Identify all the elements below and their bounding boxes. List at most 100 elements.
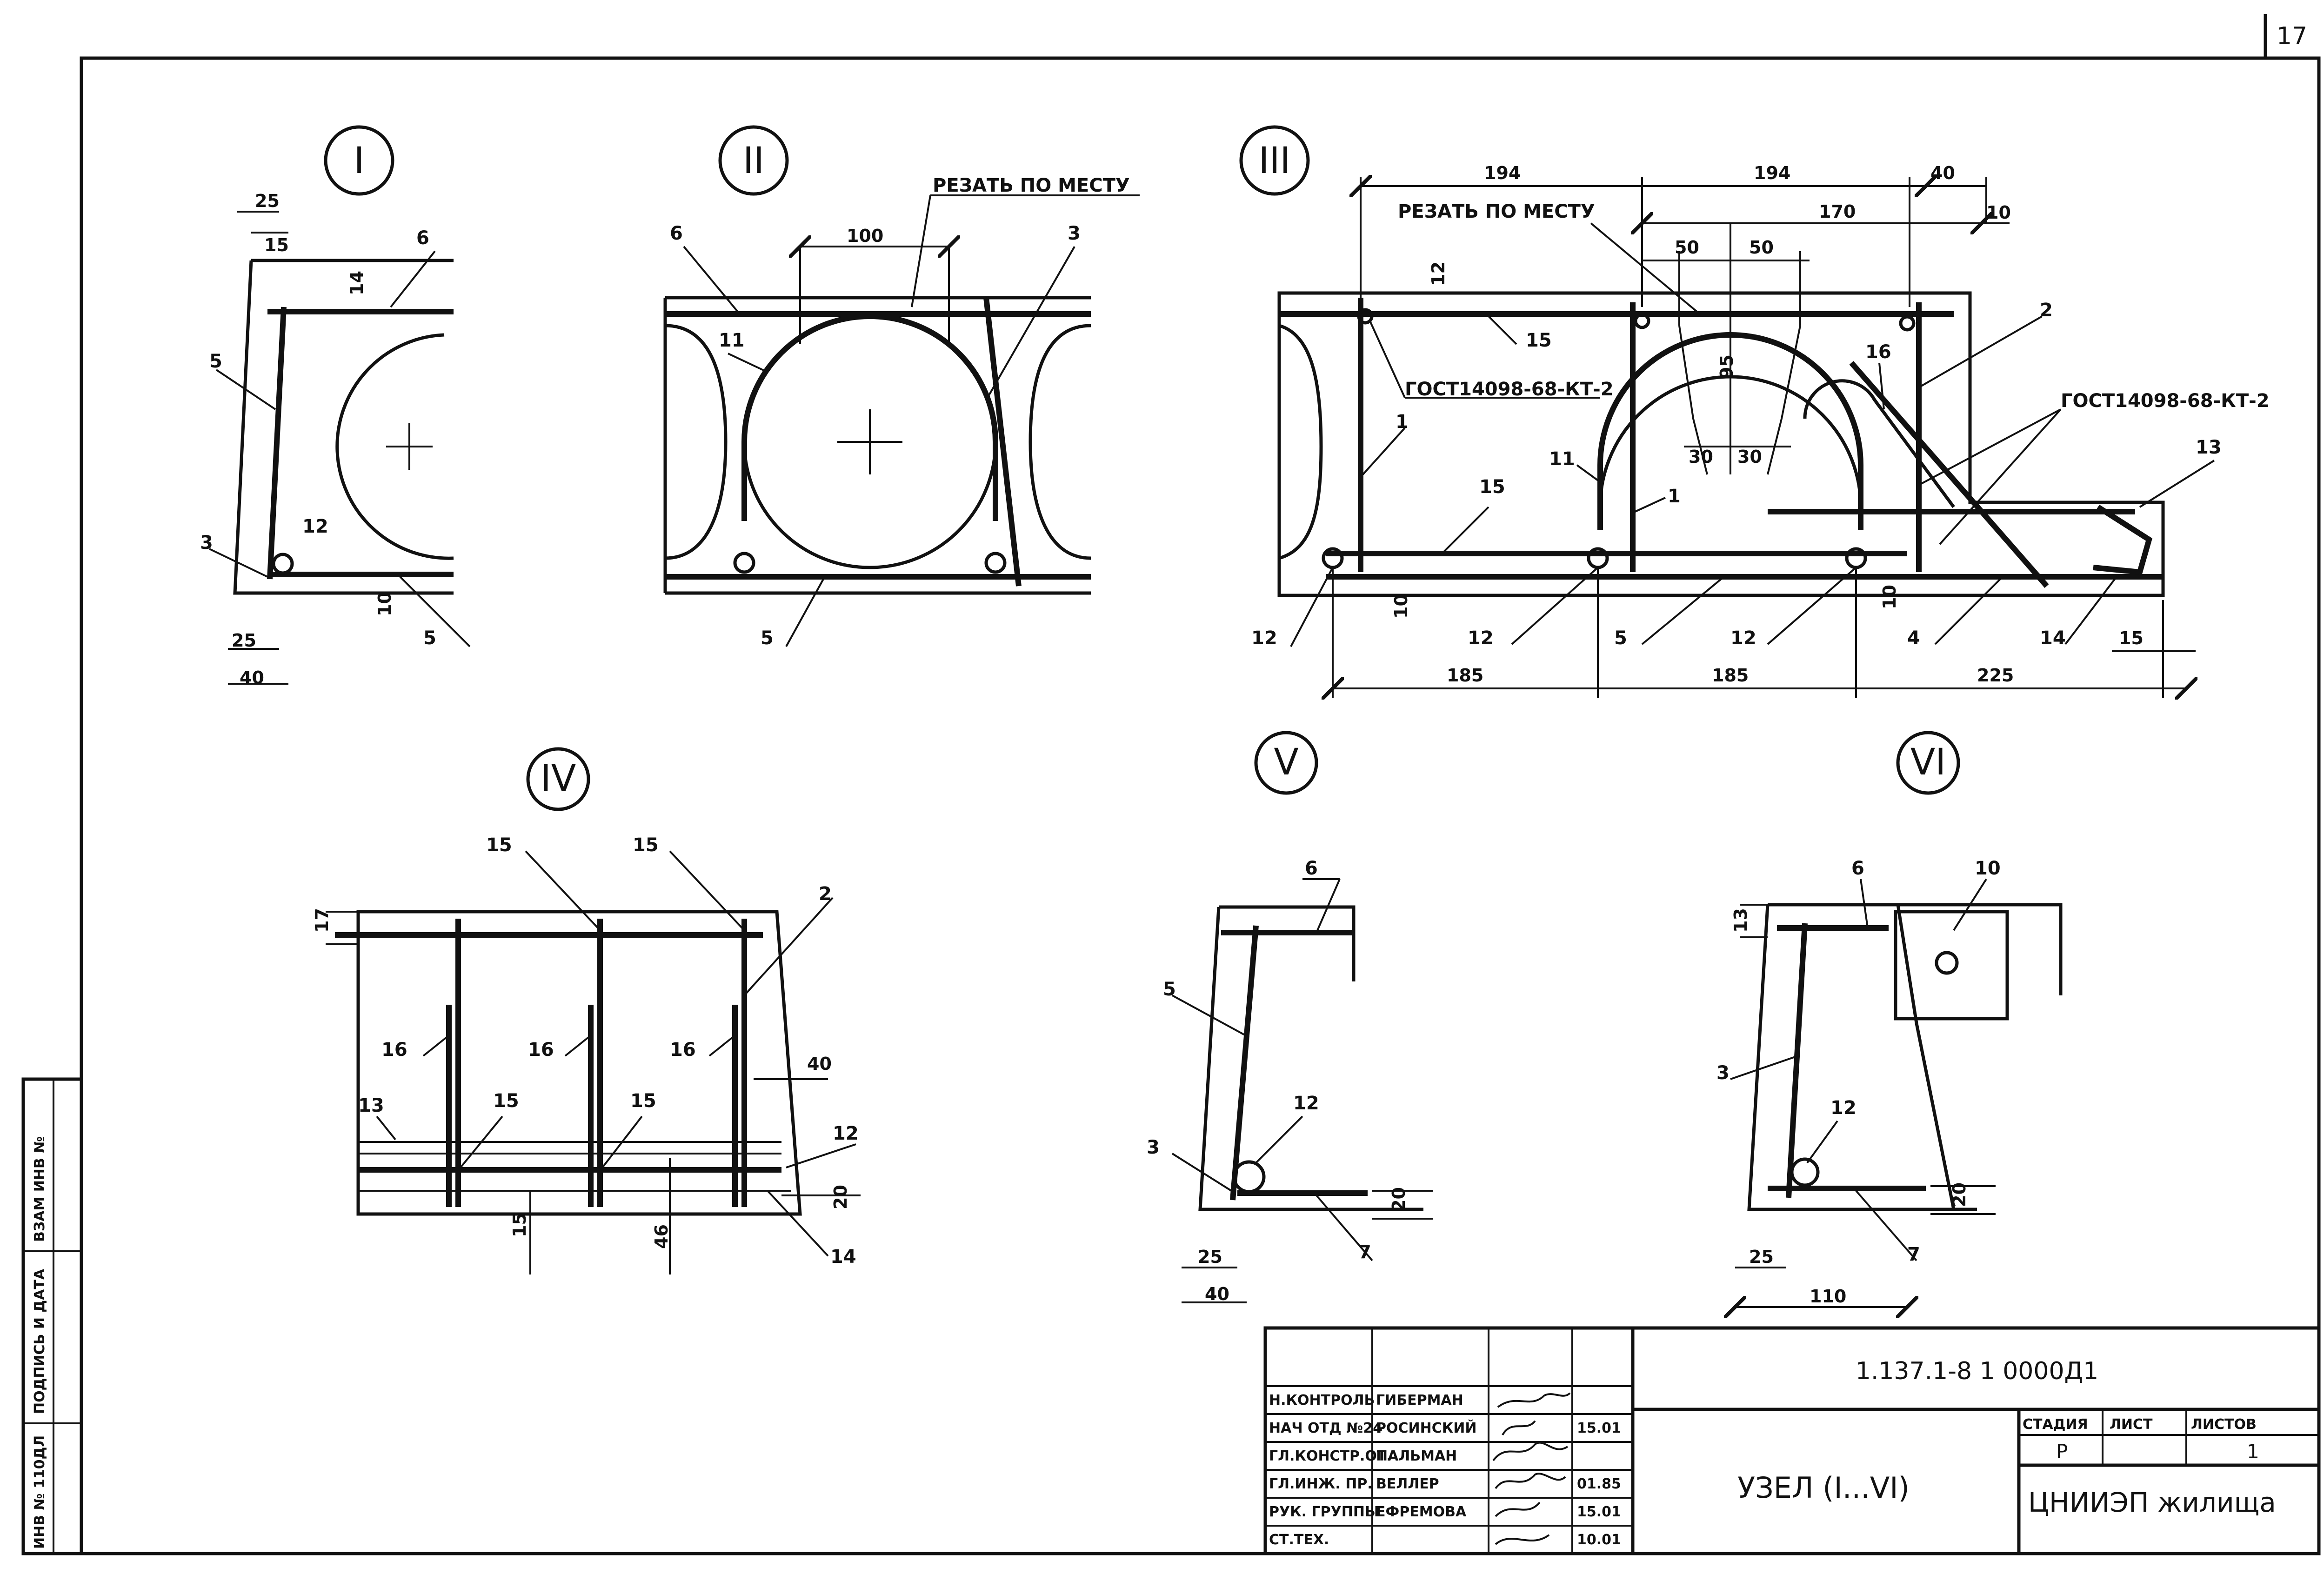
tb-stage-value: Р xyxy=(2056,1440,2068,1463)
node-I: I 25 15 14 10 25 40 6 5 3 12 5 xyxy=(200,125,471,688)
node-II-label: II xyxy=(743,140,764,182)
tb-row6-signature xyxy=(1495,1534,1550,1545)
node-II-callout-5: 5 xyxy=(761,627,774,649)
node-IV-callout-16a: 16 xyxy=(381,1039,407,1061)
node-IV-callout-15c: 15 xyxy=(493,1090,519,1112)
node-IV-callout-15b: 15 xyxy=(633,834,659,856)
node-IV-callout-2: 2 xyxy=(819,883,832,905)
tb-row2-role: НАЧ ОТД №24 xyxy=(1269,1420,1382,1436)
node-I-pipe-arc xyxy=(335,333,454,560)
node-V-bar-5 xyxy=(1230,925,1259,1201)
node-V-callout-3: 3 xyxy=(1147,1137,1160,1158)
node-III-callout-4: 4 xyxy=(1907,627,1920,649)
node-II-callout-11: 11 xyxy=(719,330,745,351)
node-VI-label: VI xyxy=(1910,741,1946,783)
node-IV-dim-40: 40 xyxy=(807,1054,832,1074)
tb-sheet-header: ЛИСТ xyxy=(2110,1416,2153,1433)
tb-row3-signature xyxy=(1492,1441,1569,1461)
node-II-outline xyxy=(663,296,1091,595)
tb-row2-signature xyxy=(1502,1420,1536,1436)
node-III-callout-1a: 1 xyxy=(1396,411,1409,433)
tb-drawing-title: УЗЕЛ (I...VI) xyxy=(1737,1471,1910,1505)
tb-row4-role: ГЛ.ИНЖ. ПР. xyxy=(1269,1476,1373,1492)
node-I-dim-25: 25 xyxy=(255,191,280,211)
node-III-callout-15b: 15 xyxy=(1479,476,1505,498)
node-II-callout-6: 6 xyxy=(670,223,683,244)
node-III-callout-12b: 12 xyxy=(1468,627,1494,649)
node-IV-callout-13: 13 xyxy=(358,1095,384,1116)
node-VI-dim-20: 20 xyxy=(1949,1182,1970,1207)
node-III-callout-12c: 12 xyxy=(1730,627,1756,649)
tb-organization: ЦНИИЭП жилища xyxy=(2028,1487,2276,1518)
node-I-callout-3: 3 xyxy=(200,532,213,554)
tb-row4-name: ВЕЛЛЕР xyxy=(1376,1476,1439,1492)
node-III-gost-a: ГОСТ14098-68-КТ-2 xyxy=(1405,379,1614,400)
node-IV-callout-16c: 16 xyxy=(670,1039,696,1061)
tb-row4-signature xyxy=(1495,1473,1566,1489)
node-III-callout-1b: 1 xyxy=(1668,486,1681,507)
node-VI-callout-10: 10 xyxy=(1975,858,2001,879)
node-III-label: III xyxy=(1258,140,1290,182)
node-III-callout-2: 2 xyxy=(2040,300,2053,321)
node-VI-dim-25: 25 xyxy=(1749,1247,1774,1267)
page-number: 17 xyxy=(2277,22,2307,50)
node-III-callout-5: 5 xyxy=(1614,627,1627,649)
node-II-cut-note: РЕЗАТЬ ПО МЕСТУ xyxy=(933,175,1130,196)
node-V-outline xyxy=(1198,905,1423,1211)
node-VI-dim-110: 110 xyxy=(1810,1286,1846,1307)
node-III-gost-b: ГОСТ14098-68-КТ-2 xyxy=(2061,390,2270,412)
left-stamp-strip: ВЗАМ ИНВ № ПОДПИСЬ И ДАТА ИНВ № 110ДЛ xyxy=(21,1077,83,1555)
node-I-dim-10: 10 xyxy=(374,592,395,616)
node-III-callout-15a: 15 xyxy=(1526,330,1552,351)
node-III-callout-11: 11 xyxy=(1549,448,1575,470)
node-III-dim-50b: 50 xyxy=(1749,237,1774,258)
node-III-badge xyxy=(1239,125,1310,196)
title-block: Н.КОНТРОЛЬ ГИБЕРМАН НАЧ ОТД №24 РОСИНСКИ… xyxy=(1263,1326,2321,1555)
node-II-dim-100: 100 xyxy=(847,226,883,246)
node-I-dim-40: 40 xyxy=(240,667,264,688)
node-VI-plate-10 xyxy=(1894,910,2009,1021)
node-I-callout-6: 6 xyxy=(416,227,429,249)
node-V-callout-6: 6 xyxy=(1305,858,1318,879)
node-III-dim-30b: 30 xyxy=(1737,447,1762,467)
node-V-dim-20: 20 xyxy=(1389,1187,1409,1212)
node-IV-dim-20: 20 xyxy=(830,1185,851,1209)
node-III-dim-185a: 185 xyxy=(1447,665,1483,686)
node-V-dim-25: 25 xyxy=(1198,1247,1222,1267)
tb-sheets-header: ЛИСТОВ xyxy=(2191,1416,2257,1433)
node-IV-callout-12: 12 xyxy=(833,1123,859,1144)
tb-row3-role: ГЛ.КОНСТР.ОТ. xyxy=(1269,1448,1392,1464)
node-III-dim-225: 225 xyxy=(1977,665,2014,686)
tb-stage-header: СТАДИЯ xyxy=(2023,1416,2088,1433)
strip-sign-date: ПОДПИСЬ И ДАТА xyxy=(32,1268,48,1414)
tb-row1-name: ГИБЕРМАН xyxy=(1376,1392,1463,1408)
node-III-bar-16 xyxy=(1803,379,1955,508)
node-V-callout-12: 12 xyxy=(1293,1093,1319,1114)
node-V-callout-5: 5 xyxy=(1163,979,1176,1000)
node-III-dim-194a: 194 xyxy=(1484,163,1521,183)
node-II-badge xyxy=(718,125,789,196)
tb-row3-name: ПАЛЬМАН xyxy=(1376,1448,1457,1464)
node-V-bar-12 xyxy=(1232,1160,1266,1194)
node-VI-callout-12: 12 xyxy=(1830,1097,1857,1119)
tb-drawing-code: 1.137.1-8 1 0000Д1 xyxy=(1856,1357,2099,1385)
strip-replace-inv: ВЗАМ ИНВ № xyxy=(32,1136,48,1242)
node-I-callout-5: 5 xyxy=(209,351,222,372)
node-III-dim-30a: 30 xyxy=(1689,447,1713,467)
node-VI-callout-3: 3 xyxy=(1716,1062,1730,1084)
node-I-badge xyxy=(324,125,394,196)
node-IV-badge xyxy=(526,747,590,811)
node-IV-outline xyxy=(356,910,802,1216)
node-IV-callout-15d: 15 xyxy=(630,1090,656,1112)
tb-row1-signature xyxy=(1497,1392,1571,1408)
sheet-frame xyxy=(80,56,2321,1555)
node-I-callout-5b: 5 xyxy=(423,627,436,649)
tb-row5-role: РУК. ГРУППЫ xyxy=(1269,1504,1379,1520)
node-III-dim-15: 15 xyxy=(2119,628,2144,648)
node-V-badge xyxy=(1254,731,1318,795)
node-II-bar-3 xyxy=(983,297,1022,587)
tb-row2-date: 15.01 xyxy=(1577,1420,1621,1436)
node-V-label: V xyxy=(1274,741,1298,783)
node-III-cut-note: РЕЗАТЬ ПО МЕСТУ xyxy=(1398,201,1595,222)
